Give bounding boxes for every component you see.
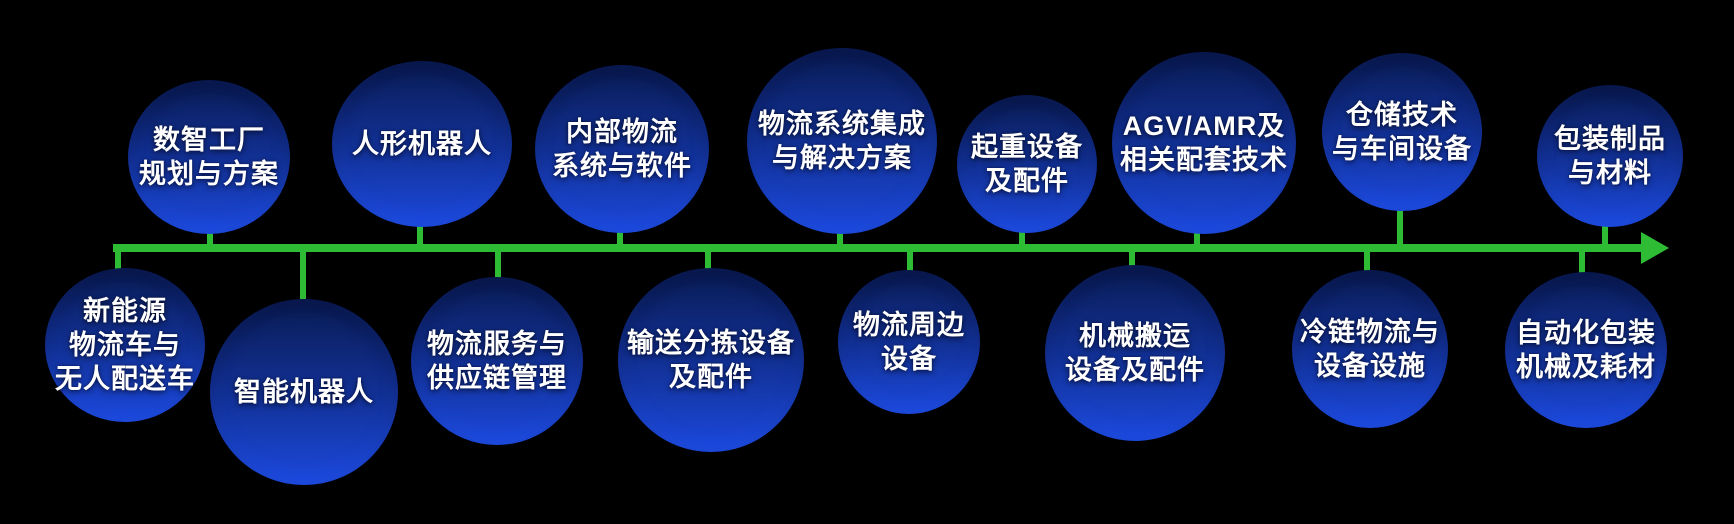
connector-stub-packaging-products-materials xyxy=(1602,224,1608,248)
connector-stub-logistics-service-supply-chain xyxy=(495,248,501,280)
connector-stub-lifting-equipment xyxy=(1019,230,1025,248)
category-node-humanoid-robot: 人形机器人 xyxy=(332,61,512,227)
category-node-lifting-equipment: 起重设备及配件 xyxy=(957,95,1097,233)
category-node-intralogistics-system-software: 内部物流系统与软件 xyxy=(535,65,709,233)
category-label-line: 输送分拣设备 xyxy=(627,328,795,358)
category-label-line: 仓储技术 xyxy=(1346,100,1458,130)
category-node-logistics-peripheral-equipment: 物流周边设备 xyxy=(838,270,980,414)
category-node-cold-chain-logistics: 冷链物流与设备设施 xyxy=(1292,270,1448,428)
category-label-line: 与车间设备 xyxy=(1332,134,1472,164)
category-label-line: 无人配送车 xyxy=(55,364,195,394)
category-label-line: 物流周边 xyxy=(853,310,965,340)
category-label-line: 设备 xyxy=(881,344,937,374)
category-label-line: 规划与方案 xyxy=(139,159,279,189)
category-node-logistics-system-integration: 物流系统集成与解决方案 xyxy=(747,48,937,234)
category-label-line: 设备及配件 xyxy=(1065,355,1205,385)
category-label-line: 及配件 xyxy=(669,362,753,392)
connector-stub-conveying-sorting-equipment xyxy=(705,248,711,271)
category-label-line: 机械搬运 xyxy=(1079,321,1191,351)
category-node-mechanical-handling-equipment: 机械搬运设备及配件 xyxy=(1045,265,1225,441)
category-node-agv-amr-technology: AGV/AMR及相关配套技术 xyxy=(1112,52,1296,234)
category-node-packaging-products-materials: 包装制品与材料 xyxy=(1537,85,1683,227)
category-label-line: 与材料 xyxy=(1568,158,1652,188)
timeline-arrowhead-icon xyxy=(1641,232,1669,264)
category-label-line: 系统与软件 xyxy=(552,151,692,181)
connector-stub-warehousing-workshop-equipment xyxy=(1397,208,1403,248)
category-label-line: 起重设备 xyxy=(971,132,1083,162)
connector-stub-mechanical-handling-equipment xyxy=(1129,248,1135,268)
category-node-new-energy-logistics-vehicles: 新能源物流车与无人配送车 xyxy=(45,268,205,422)
category-node-conveying-sorting-equipment: 输送分拣设备及配件 xyxy=(618,268,804,452)
timeline-shaft xyxy=(113,244,1647,252)
connector-stub-intralogistics-system-software xyxy=(617,230,623,248)
category-label-line: 自动化包装 xyxy=(1516,318,1656,348)
category-label-line: 新能源 xyxy=(83,296,167,326)
category-label-line: 与解决方案 xyxy=(772,143,912,173)
connector-stub-automated-packaging-machinery xyxy=(1579,248,1585,275)
connector-stub-cold-chain-logistics xyxy=(1364,248,1370,273)
category-node-warehousing-workshop-equipment: 仓储技术与车间设备 xyxy=(1322,53,1482,211)
connector-stub-digital-factory-planning xyxy=(207,231,213,248)
category-label-line: 包装制品 xyxy=(1554,124,1666,154)
category-label-line: 物流服务与 xyxy=(427,329,567,359)
category-label-line: 及配件 xyxy=(985,166,1069,196)
category-label-line: 设备设施 xyxy=(1314,351,1426,381)
connector-stub-new-energy-logistics-vehicles xyxy=(115,248,121,271)
category-label-line: 人形机器人 xyxy=(352,129,492,159)
category-label-line: 冷链物流与 xyxy=(1300,317,1440,347)
category-label-line: 内部物流 xyxy=(566,117,678,147)
connector-stub-humanoid-robot xyxy=(417,224,423,248)
category-label-line: 机械及耗材 xyxy=(1516,352,1656,382)
category-node-automated-packaging-machinery: 自动化包装机械及耗材 xyxy=(1505,272,1667,428)
category-label-line: 供应链管理 xyxy=(427,363,567,393)
connector-stub-logistics-system-integration xyxy=(837,231,843,248)
category-label-line: 数智工厂 xyxy=(153,125,265,155)
category-node-intelligent-robot: 智能机器人 xyxy=(210,299,398,485)
connector-stub-intelligent-robot xyxy=(300,248,306,302)
category-label-line: 物流车与 xyxy=(69,330,181,360)
category-label-line: 相关配套技术 xyxy=(1120,145,1288,175)
category-node-digital-factory-planning: 数智工厂规划与方案 xyxy=(128,80,290,234)
category-node-logistics-service-supply-chain: 物流服务与供应链管理 xyxy=(411,277,583,445)
connector-stub-logistics-peripheral-equipment xyxy=(907,248,913,273)
connector-stub-agv-amr-technology xyxy=(1194,231,1200,248)
category-label-line: 智能机器人 xyxy=(234,377,374,407)
category-label-line: AGV/AMR及 xyxy=(1122,111,1286,141)
category-label-line: 物流系统集成 xyxy=(758,109,926,139)
